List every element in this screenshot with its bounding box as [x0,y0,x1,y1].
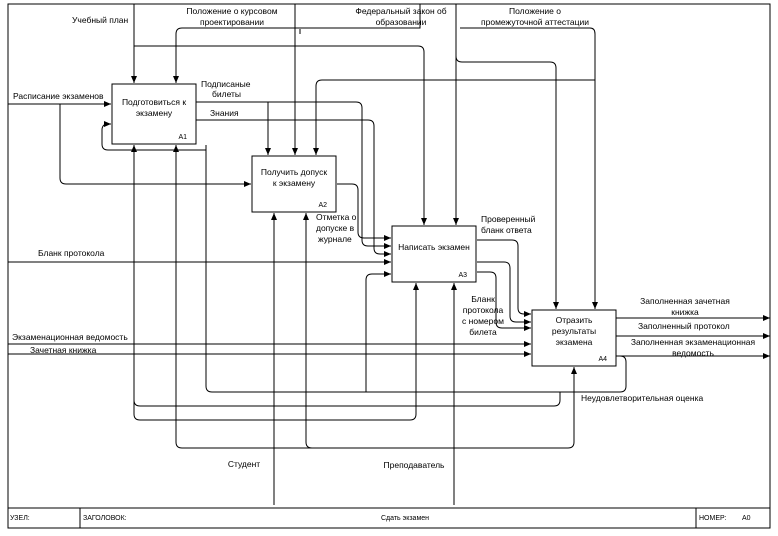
diagram-frame [7,3,771,529]
box-a1-code: A1 [178,134,187,141]
label-blank-nomer-1: Бланк [471,294,495,304]
footer-title-label: ЗАГОЛОВОК: [83,515,127,522]
arrow-attest-a4b [455,55,559,309]
footer-number: А0 [742,515,751,522]
box-a4-label-3: экзамена [556,337,593,347]
arrow-bilety [196,101,391,249]
label-knizhka: Зачетная книжка [30,345,97,355]
label-blank: Бланк протокола [38,248,105,258]
label-kursovoe-2: проектировании [200,17,264,27]
arrow-federal-a3 [134,45,427,225]
label-otmetka-3: журнале [318,234,352,244]
label-federal-1: Федеральный закон об [355,6,446,16]
label-out-knizhka-2: книжка [671,307,699,317]
footer-node-label: УЗЕЛ: [10,515,30,522]
label-federal-2: образовании [376,17,427,27]
box-a2-label-2: к экзамену [273,178,316,188]
arrow-otmetka [337,183,391,241]
label-raspisanie: Расписание экзаменов [13,91,104,101]
arrow-blank-nomer [477,239,531,317]
label-attest-1: Положение о [509,6,561,16]
box-a1-label-1: Подготовиться к [122,97,186,107]
arrow-federal-a1 [173,4,421,83]
arrow-attest-a4 [460,27,598,309]
box-a3-label-1: Написать экзамен [398,242,470,252]
label-bilety-2: билеты [212,89,241,99]
arrow-znaniya [196,119,391,257]
label-out-knizhka-1: Заполненная зачетная [640,296,730,306]
arrow-raspisanie-a2 [59,104,251,187]
arrow-neudovl [205,150,627,393]
footer-title: Сдать экзамен [381,515,429,522]
label-blank-nomer-2: протокола [463,305,504,315]
label-znaniya: Знания [210,108,239,118]
label-attest-2: промежуточной аттестации [481,17,589,27]
label-otmetka-2: допуске в [316,223,355,233]
label-vedomost: Экзаменационная ведомость [12,332,128,342]
box-a1: Подготовиться к экзамену A1 [111,83,197,145]
box-a3-code: A3 [458,272,467,279]
label-prepod: Преподаватель [384,460,446,470]
label-blank-nomer-4: билета [469,327,497,337]
label-uchebny-plan: Учебный план [72,15,129,25]
box-a4-code: A4 [598,356,607,363]
footer-number-label: НОМЕР: [699,515,727,522]
label-out-vedomost-2: ведомость [672,348,714,358]
box-a4-label-1: Отразить [556,315,593,325]
label-student: Студент [228,459,260,469]
box-a2: Получить допуск к экзамену A2 [251,155,337,213]
box-a4: Отразить результаты экзамена A4 [531,309,617,367]
arrow-provereny [477,261,531,325]
label-blank-nomer-3: с номером [462,316,504,326]
label-out-protokol: Заполненный протокол [638,321,730,331]
label-provereny-2: бланк ответа [481,225,532,235]
arrow-feedback-a1 [101,121,207,151]
label-provereny-1: Проверенный [481,214,536,224]
box-a2-label-1: Получить допуск [261,167,327,177]
label-otmetka-1: Отметка о [316,212,357,222]
label-kursovoe-1: Положение о курсовом [186,6,277,16]
arrow-attest-a2 [313,79,595,155]
box-a3: Написать экзамен A3 [391,225,477,283]
label-bilety-1: Подписаные [201,79,251,89]
label-neudovl: Неудовлетворительная оценка [581,393,704,403]
box-a1-label-2: экзамену [136,108,173,118]
label-out-vedomost-1: Заполненная экзаменационная [631,337,756,347]
box-a2-code: A2 [318,202,327,209]
box-a4-label-2: результаты [552,326,596,336]
